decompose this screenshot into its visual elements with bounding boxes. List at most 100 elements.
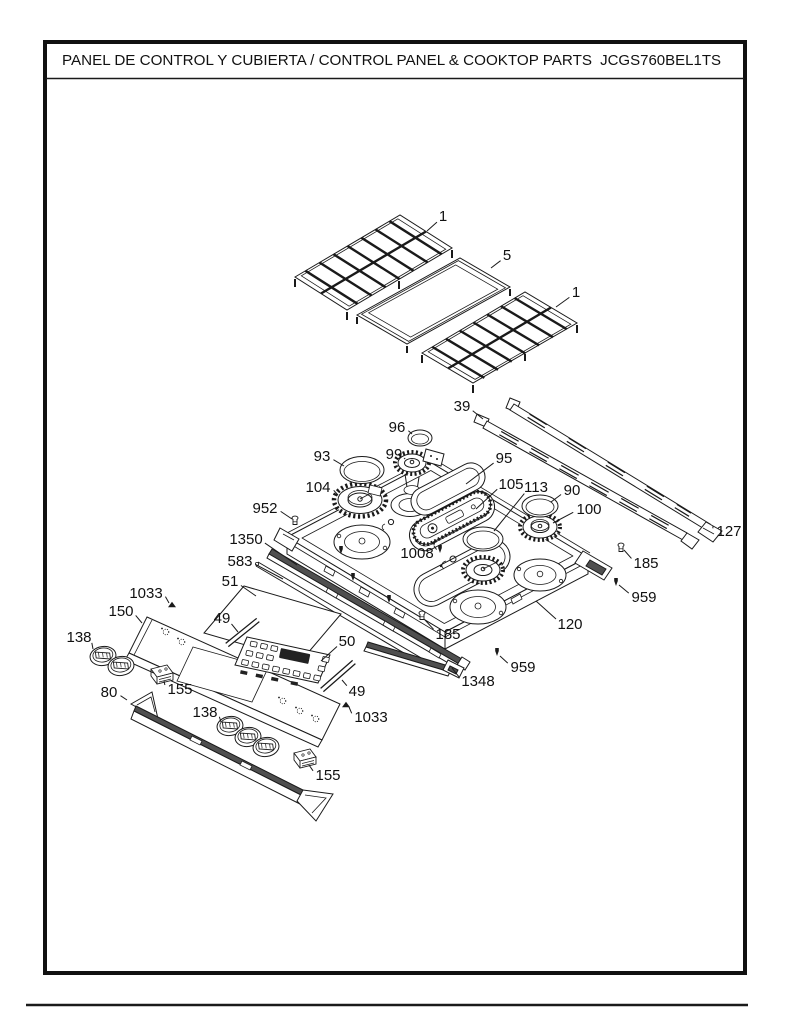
leader-line-959 bbox=[499, 655, 509, 664]
bracket-155-bottom bbox=[293, 748, 317, 769]
leader-line-113 bbox=[493, 493, 525, 532]
part-callout-49: 49 bbox=[349, 683, 366, 700]
burner-base-right bbox=[513, 558, 567, 592]
screw-959-bottom bbox=[495, 648, 499, 656]
part-callout-104: 104 bbox=[305, 479, 330, 496]
burner-box-rail-39 bbox=[473, 413, 700, 550]
bottom-trim-80 bbox=[129, 691, 334, 822]
leader-line-80 bbox=[120, 695, 128, 701]
leader-line-100 bbox=[552, 511, 574, 524]
part-callout-51: 51 bbox=[222, 573, 239, 590]
model-number: JCGS760BEL1TS bbox=[600, 52, 721, 69]
part-callout-100: 100 bbox=[576, 501, 601, 518]
page-title: PANEL DE CONTROL Y CUBIERTA / CONTROL PA… bbox=[62, 52, 592, 69]
keypad-connector bbox=[240, 670, 248, 676]
part-callout-1: 1 bbox=[572, 284, 580, 301]
keypad-key bbox=[251, 661, 260, 669]
part-callout-49: 49 bbox=[214, 610, 231, 627]
part-callout-155: 155 bbox=[167, 681, 192, 698]
part-callout-952: 952 bbox=[252, 500, 277, 517]
part-callout-93: 93 bbox=[314, 448, 331, 465]
keypad-key bbox=[249, 640, 258, 648]
leader-line-95 bbox=[465, 462, 494, 485]
burner-base-left-front bbox=[333, 524, 391, 560]
screw-1033-bottom bbox=[342, 701, 350, 708]
leader-line-1 bbox=[426, 221, 438, 232]
keypad-key bbox=[245, 649, 254, 657]
leader-line-1033 bbox=[348, 706, 353, 714]
screw-959-right bbox=[614, 578, 618, 586]
keypad-key bbox=[317, 665, 326, 673]
leader-line-5 bbox=[490, 260, 501, 269]
burner-grate-right bbox=[421, 291, 578, 393]
part-callout-138: 138 bbox=[192, 704, 217, 721]
keypad-key bbox=[266, 654, 274, 662]
screw-952 bbox=[291, 515, 299, 525]
part-callout-959: 959 bbox=[631, 589, 656, 606]
part-callout-959: 959 bbox=[510, 659, 535, 676]
part-callout-99: 99 bbox=[386, 446, 403, 463]
keypad-key bbox=[292, 670, 301, 677]
page-border bbox=[43, 40, 747, 975]
leader-line-49 bbox=[341, 679, 348, 687]
keypad-connector bbox=[255, 673, 264, 679]
burner-base-center-front bbox=[449, 589, 507, 625]
part-callout-155: 155 bbox=[315, 767, 340, 784]
burner-ring-front-oval bbox=[461, 555, 505, 585]
leader-line-1348 bbox=[451, 667, 460, 678]
leader-line-952 bbox=[280, 510, 293, 520]
keypad-key bbox=[255, 652, 264, 659]
oval-burner-105 bbox=[411, 489, 493, 547]
leader-line-96 bbox=[408, 430, 413, 435]
burner-cap-93 bbox=[339, 456, 385, 484]
control-knobs-138-left bbox=[88, 644, 136, 678]
burner-cap-96 bbox=[407, 429, 433, 447]
keypad-key bbox=[272, 665, 280, 673]
keypad-connector bbox=[290, 680, 299, 686]
part-callout-1033: 1033 bbox=[129, 585, 162, 602]
control-panel-150 bbox=[124, 616, 341, 748]
leader-line-155 bbox=[308, 764, 314, 772]
part-callout-138: 138 bbox=[66, 629, 91, 646]
leader-line-150 bbox=[135, 615, 143, 624]
leader-line-90 bbox=[550, 494, 562, 503]
screw-185-right bbox=[617, 542, 625, 552]
part-callout-80: 80 bbox=[101, 684, 118, 701]
keypad-50 bbox=[234, 636, 331, 686]
leader-line-1 bbox=[555, 296, 570, 308]
part-callout-105: 105 bbox=[498, 476, 523, 493]
keypad-key bbox=[270, 645, 279, 652]
keypad-key bbox=[260, 642, 268, 650]
part-callout-39: 39 bbox=[454, 398, 471, 415]
burner-grate-left bbox=[294, 214, 453, 320]
leader-line-120 bbox=[535, 600, 557, 620]
keypad-connector bbox=[270, 676, 279, 682]
part-callout-96: 96 bbox=[389, 419, 406, 436]
griddle bbox=[355, 257, 512, 353]
leader-line-50 bbox=[320, 646, 338, 662]
part-callout-1350: 1350 bbox=[229, 531, 262, 548]
part-callout-5: 5 bbox=[503, 247, 511, 264]
igniter-center-oval bbox=[381, 518, 395, 531]
leader-line-185 bbox=[623, 549, 632, 559]
burner-cap-90 bbox=[521, 494, 559, 518]
part-callout-185: 185 bbox=[633, 555, 658, 572]
leader-line-138 bbox=[91, 642, 94, 650]
leader-line-1033 bbox=[165, 596, 170, 604]
screw-185-mid bbox=[418, 610, 426, 620]
part-callout-90: 90 bbox=[564, 482, 581, 499]
burner-ring-100 bbox=[518, 512, 562, 542]
leader-line-959 bbox=[618, 584, 630, 594]
keypad-key bbox=[241, 659, 249, 666]
part-callout-113: 113 bbox=[524, 479, 548, 496]
part-callout-50: 50 bbox=[339, 633, 356, 650]
keypad-key bbox=[313, 674, 322, 682]
leader-line-99 bbox=[403, 457, 406, 460]
leader-line-39 bbox=[472, 410, 484, 420]
keypad-key bbox=[282, 667, 291, 675]
keypad-display bbox=[279, 648, 311, 664]
leader-line-583 bbox=[255, 564, 284, 580]
